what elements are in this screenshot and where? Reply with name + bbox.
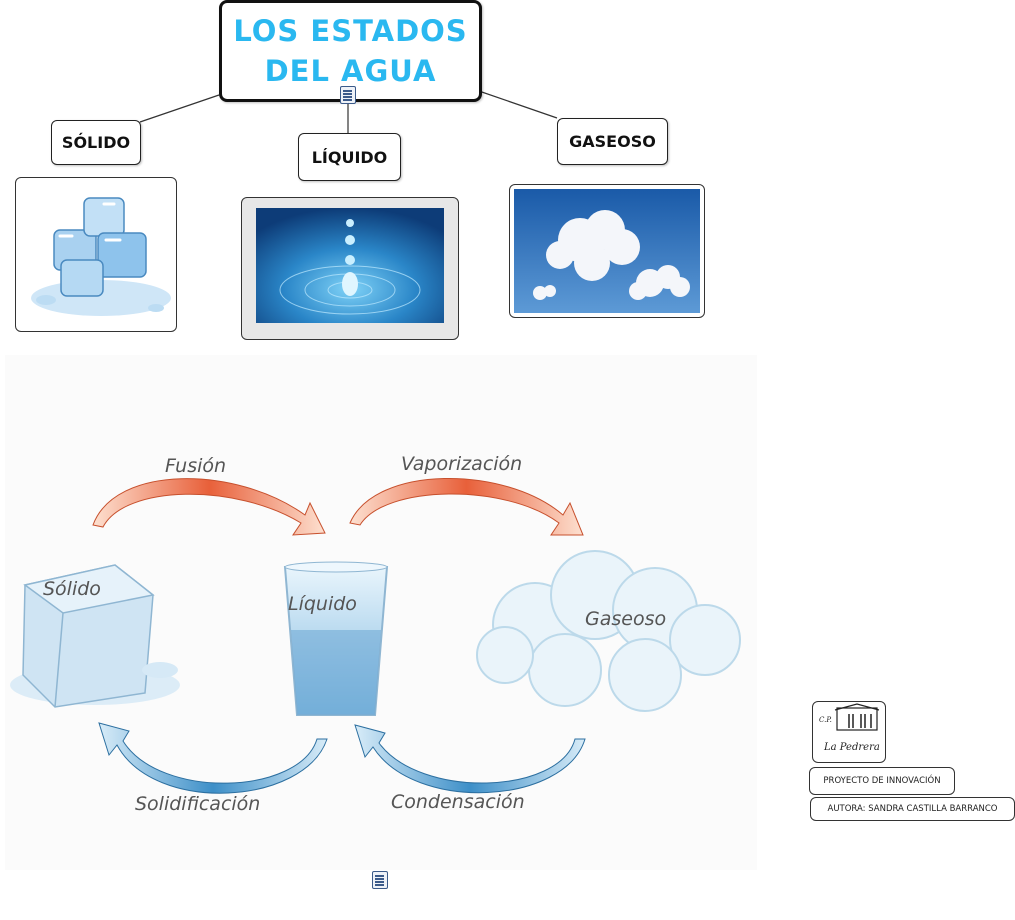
node-gaseoso-label: GASEOSO [569,132,656,151]
clouds-image [509,184,705,318]
cloud [476,550,741,712]
label-liquido: Líquido [288,593,357,615]
school-logo: C.P. La Pedrera [812,701,886,763]
document-icon-bottom[interactable] [372,871,388,889]
node-liquido-label: LÍQUIDO [311,147,388,167]
label-vaporizacion: Vaporización [401,453,522,475]
label-solidificacion: Solidificación [135,793,260,815]
vaporizacion-arrow [349,477,584,536]
label-gaseoso: Gaseoso [585,608,666,630]
condensacion-arrow [354,724,586,794]
title-line-1: LOS ESTADOS [233,14,468,48]
node-gaseoso[interactable]: GASEOSO [557,118,668,165]
logo-text-bottom: La Pedrera [823,742,880,753]
water-drop-image [241,197,459,340]
fusion-arrow [92,478,326,536]
ice-cube [10,564,180,708]
title-line-2: DEL AGUA [264,54,437,88]
node-liquido[interactable]: LÍQUIDO [298,133,401,181]
ice-image [15,177,177,332]
label-fusion: Fusión [165,455,226,477]
label-condensacion: Condensación [391,791,525,813]
document-icon[interactable] [340,86,356,104]
state-change-diagram: Fusión Vaporización Solidificación Conde… [5,355,757,870]
label-solido: Sólido [43,578,101,600]
node-solido[interactable]: SÓLIDO [51,120,141,165]
solidificacion-arrow [98,722,328,794]
project-label[interactable]: PROYECTO DE INNOVACIÓN [809,767,955,795]
title-node[interactable]: LOS ESTADOS DEL AGUA [219,0,482,102]
author-label[interactable]: AUTORA: SANDRA CASTILLA BARRANCO [810,797,1015,821]
node-solido-label: SÓLIDO [61,133,131,152]
connector-lines [139,89,558,133]
logo-text-top: C.P. [819,716,832,724]
water-glass [283,561,389,716]
author-label-text: AUTORA: SANDRA CASTILLA BARRANCO [827,804,998,814]
project-label-text: PROYECTO DE INNOVACIÓN [823,776,941,786]
